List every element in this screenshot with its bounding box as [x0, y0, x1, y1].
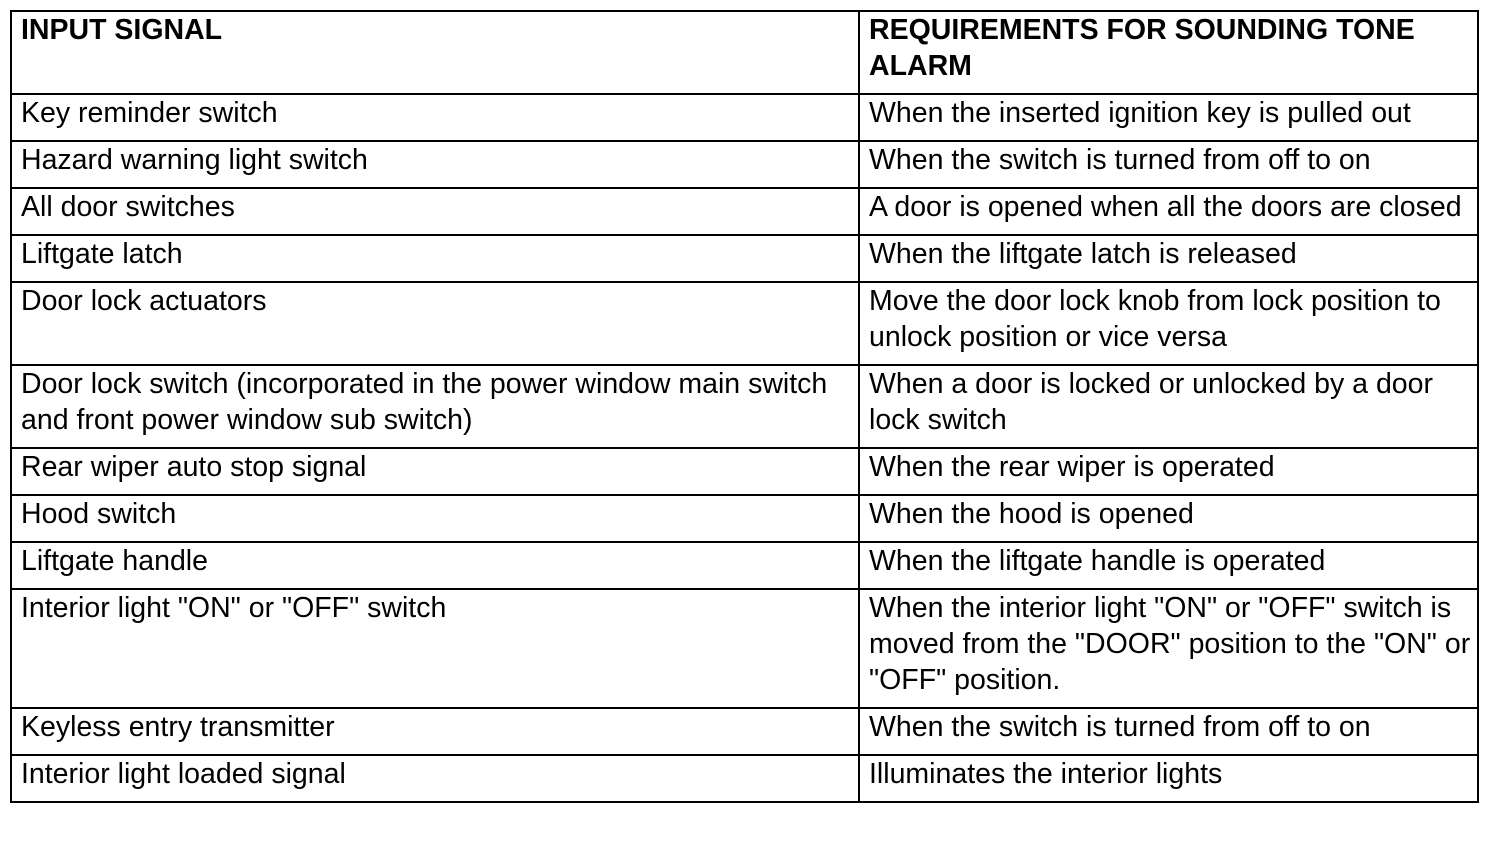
- table-row: Keyless entry transmitter When the switc…: [10, 707, 1479, 756]
- input-signal-table: INPUT SIGNAL REQUIREMENTS FOR SOUNDING T…: [10, 10, 1479, 803]
- input-signal-cell: All door switches: [10, 187, 860, 236]
- table-row: Liftgate handle When the liftgate handle…: [10, 541, 1479, 590]
- requirement-cell: A door is opened when all the doors are …: [858, 187, 1479, 236]
- header-input-signal: INPUT SIGNAL: [10, 10, 860, 95]
- requirement-cell: Move the door lock knob from lock positi…: [858, 281, 1479, 366]
- requirement-cell: When the switch is turned from off to on: [858, 707, 1479, 756]
- input-signal-cell: Keyless entry transmitter: [10, 707, 860, 756]
- requirement-cell: When the liftgate handle is operated: [858, 541, 1479, 590]
- input-signal-cell: Door lock switch (incorporated in the po…: [10, 364, 860, 449]
- input-signal-cell: Rear wiper auto stop signal: [10, 447, 860, 496]
- input-signal-cell: Liftgate latch: [10, 234, 860, 283]
- input-signal-cell: Interior light "ON" or "OFF" switch: [10, 588, 860, 709]
- requirement-cell: When the interior light "ON" or "OFF" sw…: [858, 588, 1479, 709]
- table-row: Key reminder switch When the inserted ig…: [10, 93, 1479, 142]
- table-row: Hood switch When the hood is opened: [10, 494, 1479, 543]
- requirement-cell: When the rear wiper is operated: [858, 447, 1479, 496]
- table-header-row: INPUT SIGNAL REQUIREMENTS FOR SOUNDING T…: [10, 10, 1479, 95]
- input-signal-cell: Hood switch: [10, 494, 860, 543]
- header-requirements: REQUIREMENTS FOR SOUNDING TONE ALARM: [858, 10, 1479, 95]
- requirement-cell: When the inserted ignition key is pulled…: [858, 93, 1479, 142]
- requirement-cell: When the liftgate latch is released: [858, 234, 1479, 283]
- input-signal-cell: Interior light loaded signal: [10, 754, 860, 803]
- table-row: Door lock switch (incorporated in the po…: [10, 364, 1479, 449]
- table-row: All door switches A door is opened when …: [10, 187, 1479, 236]
- requirement-cell: When a door is locked or unlocked by a d…: [858, 364, 1479, 449]
- input-signal-cell: Hazard warning light switch: [10, 140, 860, 189]
- table-row: Rear wiper auto stop signal When the rea…: [10, 447, 1479, 496]
- table-row: Interior light loaded signal Illuminates…: [10, 754, 1479, 803]
- requirement-cell: When the switch is turned from off to on: [858, 140, 1479, 189]
- table-row: Interior light "ON" or "OFF" switch When…: [10, 588, 1479, 709]
- table-row: Liftgate latch When the liftgate latch i…: [10, 234, 1479, 283]
- input-signal-cell: Liftgate handle: [10, 541, 860, 590]
- input-signal-cell: Door lock actuators: [10, 281, 860, 366]
- table-row: Door lock actuators Move the door lock k…: [10, 281, 1479, 366]
- requirement-cell: Illuminates the interior lights: [858, 754, 1479, 803]
- input-signal-cell: Key reminder switch: [10, 93, 860, 142]
- table-row: Hazard warning light switch When the swi…: [10, 140, 1479, 189]
- requirement-cell: When the hood is opened: [858, 494, 1479, 543]
